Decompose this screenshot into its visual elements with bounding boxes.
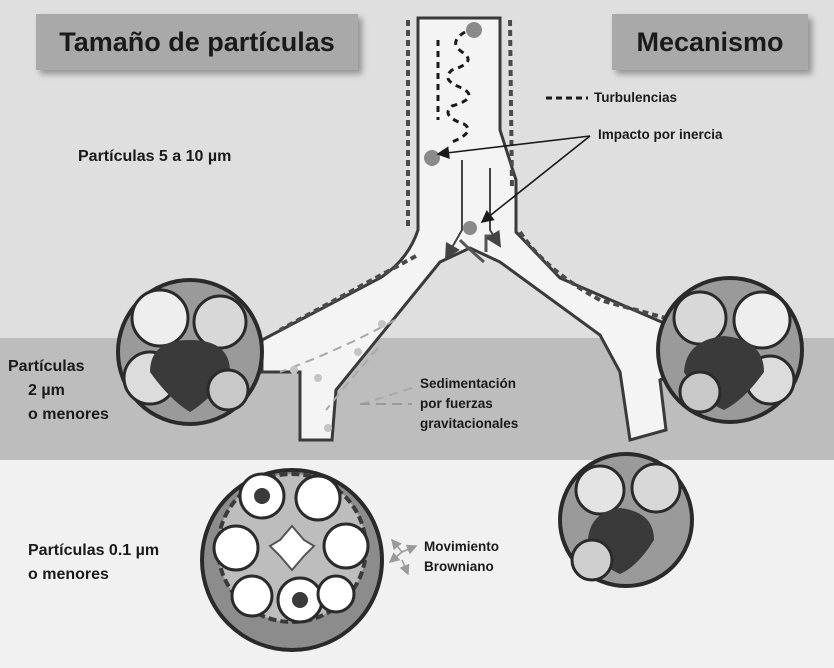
size-label-medium-line2: 2 µm: [28, 380, 65, 402]
mechanism-label-inertia: Impacto por inercia: [598, 126, 723, 144]
mechanism-label-brownian-line2: Browniano: [424, 558, 494, 576]
size-label-medium-line3: o menores: [28, 404, 109, 426]
size-label-small-line2: o menores: [28, 564, 109, 586]
brownian-arrows-icon: [390, 540, 416, 574]
mechanism-label-sedimentation-line1: Sedimentación: [420, 375, 516, 393]
alveoli-cluster-left: [118, 280, 262, 424]
mechanism-label-sedimentation-line2: por fuerzas: [420, 395, 493, 413]
alveoli-cluster-lower-right: [560, 454, 692, 586]
mechanism-heading: Mecanismo: [612, 14, 808, 70]
particle-size-heading: Tamaño de partículas: [36, 14, 358, 70]
mechanism-label-sedimentation-line3: gravitacionales: [420, 415, 518, 433]
size-label-small-line1: Partículas 0.1 µm: [28, 540, 159, 562]
mechanism-label-turbulence: Turbulencias: [594, 89, 677, 107]
alveolus-cross-section: [202, 470, 382, 650]
size-label-medium-line1: Partículas: [8, 356, 84, 378]
mechanism-label-brownian-line1: Movimiento: [424, 538, 499, 556]
alveoli-cluster-right: [658, 278, 802, 422]
size-label-large: Partículas 5 a 10 µm: [78, 146, 231, 168]
